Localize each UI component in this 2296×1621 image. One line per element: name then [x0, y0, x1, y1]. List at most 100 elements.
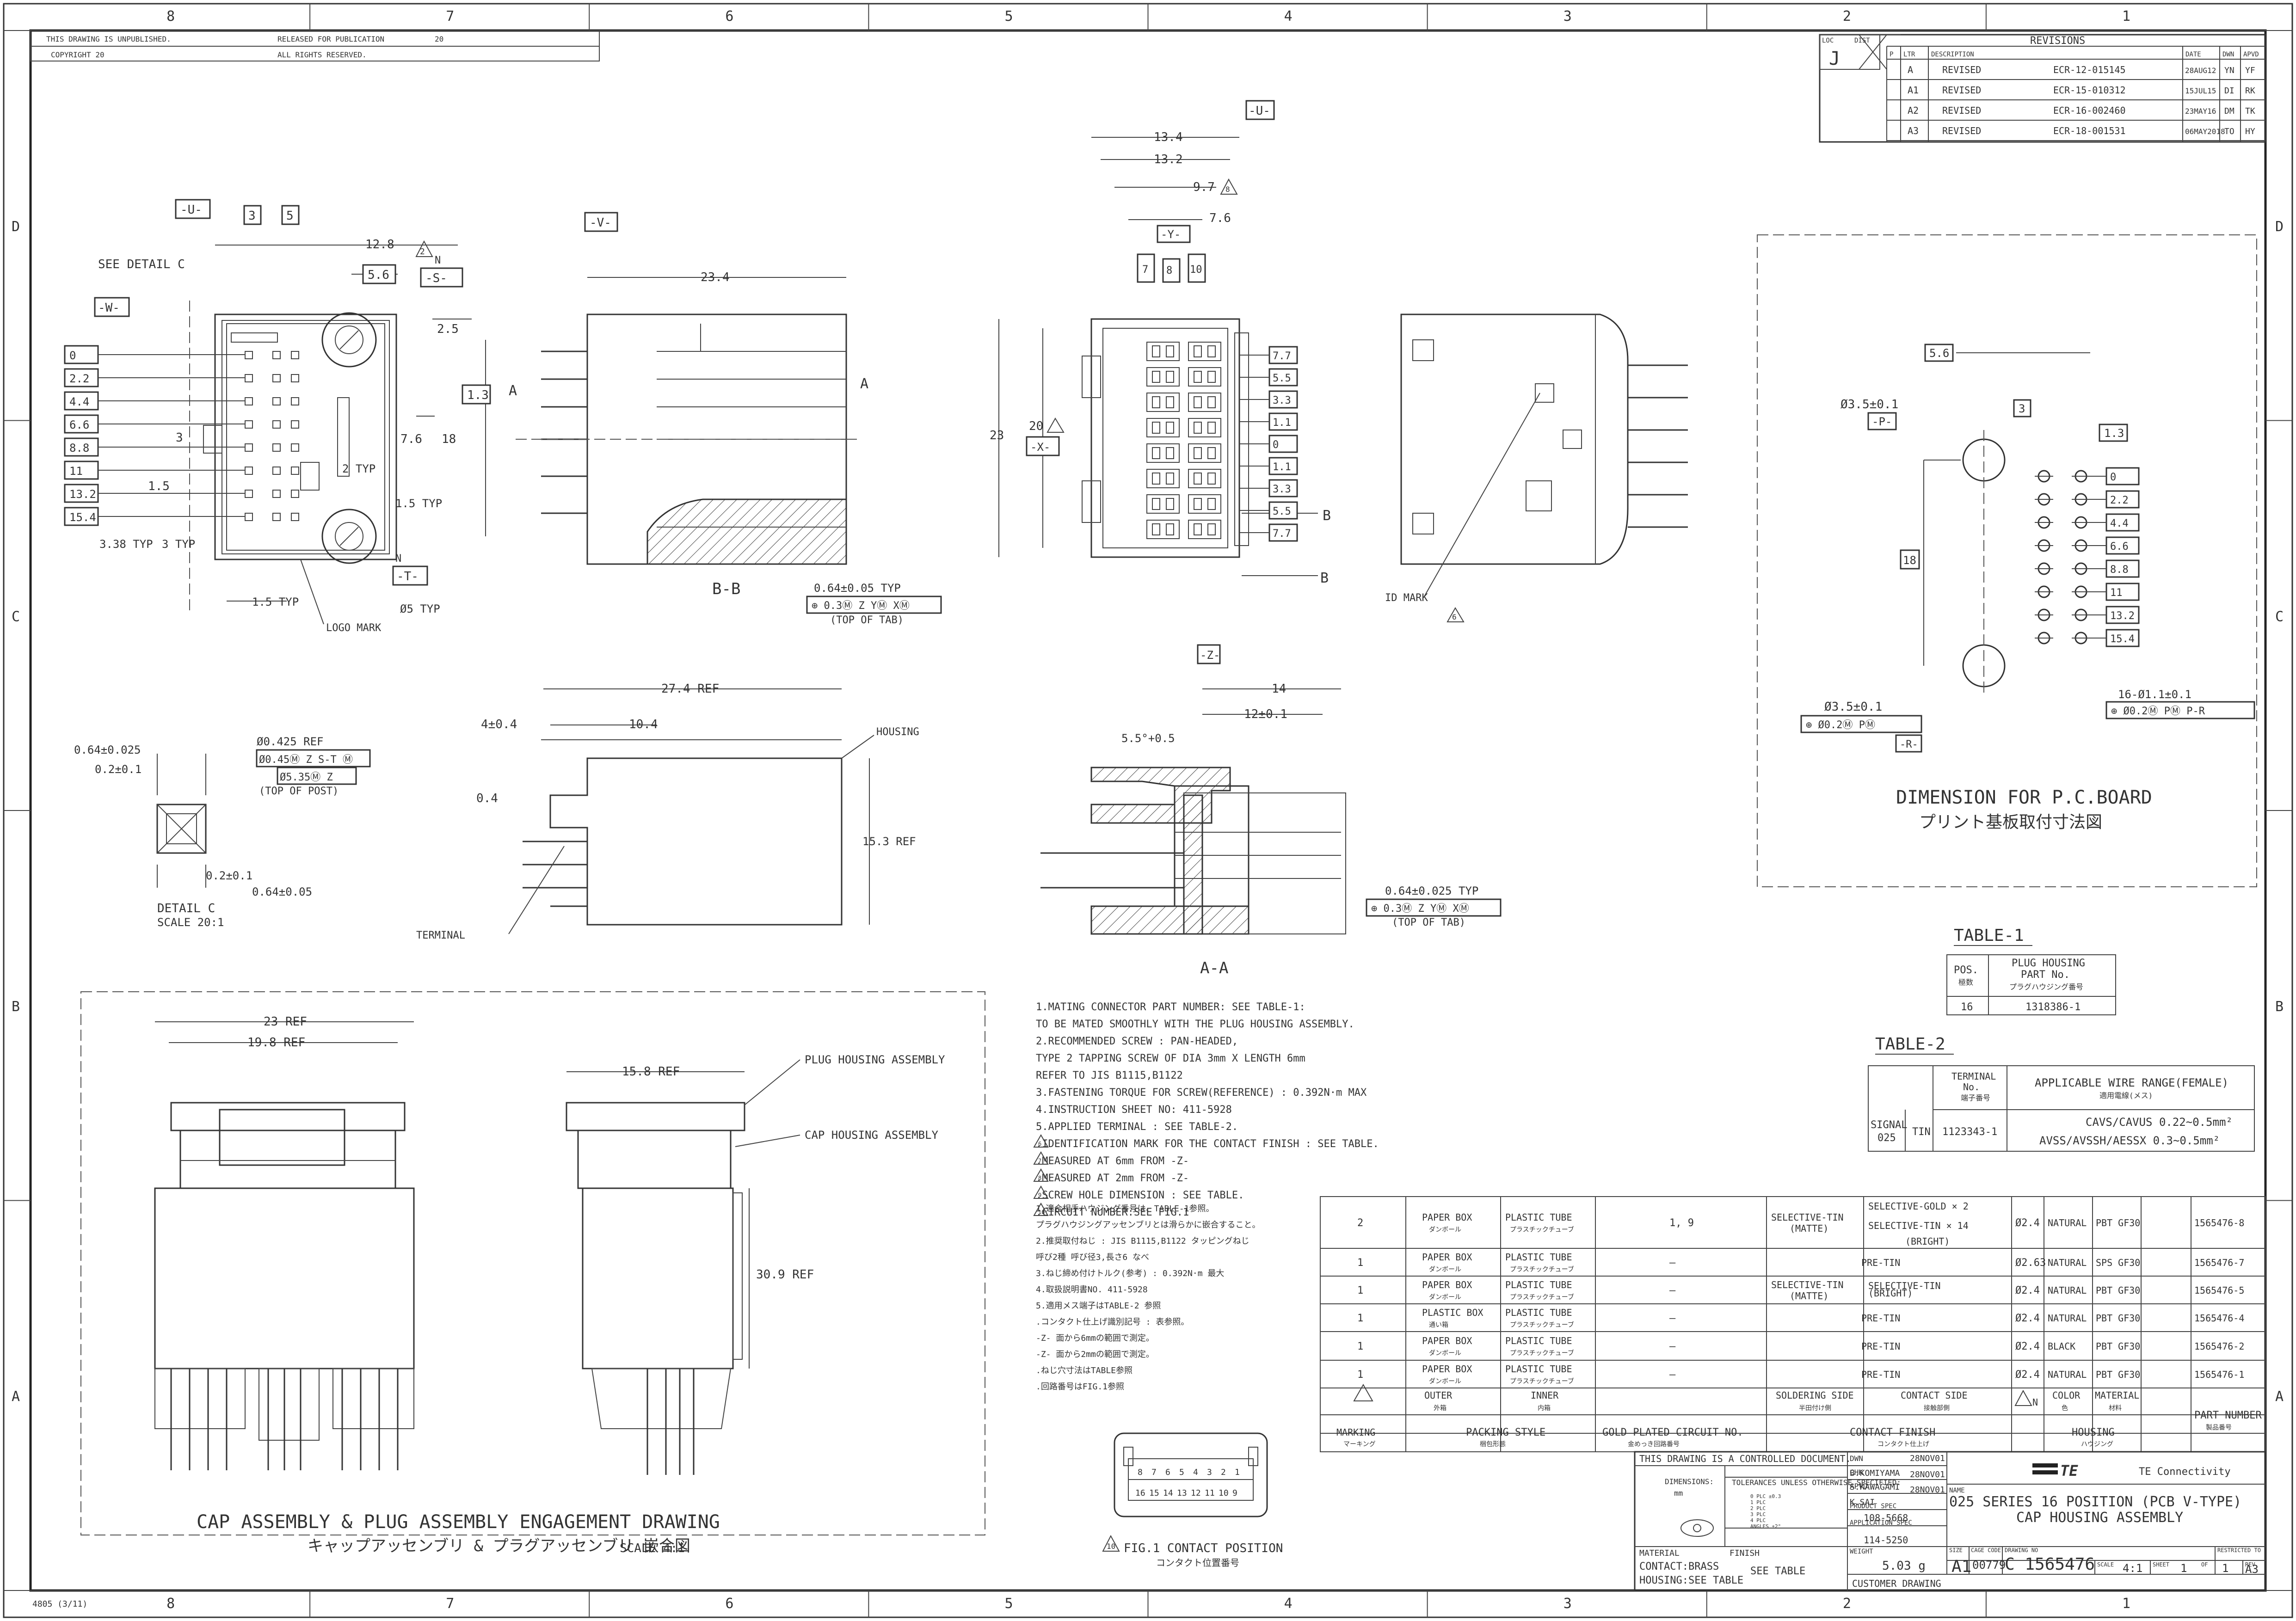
note-en-line: .SCREW HOLE DIMENSION : SEE TABLE. — [1036, 1190, 1244, 1201]
aa-dim-12: 12±0.1 — [1244, 707, 1287, 721]
table2-title: TABLE-2 — [1875, 1035, 1945, 1054]
contact-cell-slot — [1166, 523, 1174, 535]
center-tab-note: (TOP OF TAB) — [830, 614, 904, 626]
front-pin — [245, 467, 253, 475]
detail-fcf1: Ø0.45Ⓜ Z S-T Ⓜ — [259, 754, 353, 766]
vt-pn: 1565476-2 — [2194, 1341, 2244, 1352]
fig1-flag: 10 — [1107, 1542, 1115, 1551]
rev-dist-label: DIST — [1854, 37, 1870, 44]
front-pin — [291, 351, 299, 359]
tb-spec1: 108-5668 — [1864, 1512, 1908, 1523]
tb-units: mm — [1674, 1489, 1683, 1498]
vt-pn: 1565476-5 — [2194, 1285, 2244, 1296]
fig1-top-num: 7 — [1151, 1467, 1157, 1477]
pcb-stack-val: 11 — [2110, 587, 2123, 599]
rev-header: DWN — [2222, 51, 2234, 58]
assy-caption: CAP ASSEMBLY & PLUG ASSEMBLY ENGAGEMENT … — [197, 1511, 720, 1533]
contact-cell-slot — [1152, 498, 1160, 510]
contact-cell-slot — [1166, 371, 1174, 383]
pcb-holes16: 16-Ø1.1±0.1 — [2118, 688, 2191, 701]
pcb-stack-box — [2105, 583, 2140, 601]
front-pin — [291, 443, 299, 452]
vt-hole: Ø2.4 — [2015, 1313, 2040, 1324]
contact-cell-slot — [1207, 498, 1216, 510]
rev-header: DESCRIPTION — [1931, 51, 1974, 58]
zone-top-6: 6 — [725, 8, 733, 25]
tb-scale: 4:1 — [2123, 1562, 2142, 1575]
center-stack-val: 3.3 — [1273, 395, 1291, 406]
zone-top-7: 7 — [446, 8, 454, 25]
fig1-bot-num: 10 — [1219, 1488, 1229, 1498]
zone-bot-4: 4 — [1284, 1596, 1293, 1612]
tb-cage-lbl: CAGE CODE — [1971, 1547, 2001, 1553]
assy-dim-15-8: 15.8 REF — [622, 1065, 680, 1079]
tb-mat2: HOUSING:SEE TABLE — [1639, 1575, 1743, 1586]
pcb-hole-top: Ø3.5±0.1 — [1840, 398, 1898, 411]
center-stack-val: 5.5 — [1273, 506, 1291, 517]
detail-dim1: 0.64±0.025 — [74, 743, 141, 756]
cap-housing-label: CAP HOUSING ASSEMBLY — [805, 1129, 939, 1142]
pcb-fcf-holes: ⊕ Ø0.2Ⓜ PⓂ P-R — [2111, 706, 2205, 717]
table2-signal: SIGNAL — [1871, 1119, 1907, 1131]
datum-u: -U- — [180, 203, 202, 217]
vt-h-inner: INNER — [1531, 1390, 1559, 1401]
table-2: TABLE-2 TERMINAL No. 端子番号 APPLICABLE WIR… — [1868, 1035, 2255, 1152]
note-flag-num: 6 — [1038, 1141, 1041, 1147]
fig1-top-num: 2 — [1221, 1467, 1226, 1477]
contact-cell — [1146, 520, 1180, 539]
aa-tab-note: (TOP OF TAB) — [1392, 917, 1465, 928]
tb-dimensions: DIMENSIONS: — [1665, 1477, 1714, 1486]
tb-mat1: CONTACT:BRASS — [1639, 1561, 1719, 1572]
contact-cell-slot — [1152, 345, 1160, 357]
logo-mark-label: LOGO MARK — [326, 622, 382, 634]
front-stack-box — [64, 507, 99, 526]
dim-1-5: 1.5 — [148, 479, 170, 493]
contact-cell-slot — [1152, 473, 1160, 485]
contact-cell-slot — [1207, 345, 1216, 357]
center-stack-val: 0 — [1273, 439, 1279, 451]
table2-h-wire-jp: 適用電線(メス) — [2099, 1091, 2153, 1100]
note-en-line: 1.MATING CONNECTOR PART NUMBER: SEE TABL… — [1036, 1001, 1305, 1013]
rev-desc: REVISED — [1942, 105, 1981, 116]
vt-contact: SELECTIVE-TIN — [1868, 1280, 1941, 1291]
front-pin — [245, 513, 253, 521]
center-stack-val: 3.3 — [1273, 484, 1291, 495]
section-aa-view: -Z- 14 12±0.1 5.5°+0.5 0.64±0.025 TYP ⊕ … — [1040, 644, 1502, 977]
table1-h-pos-jp: 極数 — [1958, 978, 1973, 987]
vt-h-pn: PART NUMBER — [2194, 1410, 2262, 1421]
tb-title1: 025 SERIES 16 POSITION (PCB V-TYPE) — [1949, 1494, 2241, 1510]
vt-n: 1 — [1357, 1257, 1363, 1269]
vt-pkg-inner: PLASTIC TUBE — [1505, 1307, 1572, 1318]
note-flag — [1033, 1168, 1049, 1182]
dim-4: 4±0.4 — [481, 718, 517, 731]
pcb-stack-val: 8.8 — [2110, 564, 2129, 576]
note-flag — [1033, 1151, 1049, 1165]
tb-apvd-date: 28NOV01 — [1910, 1485, 1945, 1495]
contact-cell-slot — [1166, 447, 1174, 459]
tb-finish: FINISH — [1730, 1548, 1760, 1558]
flag-n-bot: N — [395, 553, 401, 565]
dim-2typ: 2 TYP — [342, 462, 375, 475]
assy-scale: SCALE 4:1 — [620, 1541, 685, 1555]
zone-top-3: 3 — [1563, 8, 1572, 25]
dim-5-6: 5.6 — [368, 268, 389, 282]
section-label-b-top: B — [1323, 508, 1331, 524]
vt-pkg-outer-jp: 通い箱 — [1429, 1321, 1448, 1329]
section-bb-view: 23.4 -V- A A B-B — [509, 212, 868, 598]
contact-cell-slot — [1207, 473, 1216, 485]
table1-title: TABLE-1 — [1954, 926, 2024, 945]
contact-cell — [1188, 367, 1221, 387]
box-7: 7 — [1142, 264, 1148, 276]
detail-dim2: 0.2±0.1 — [95, 763, 142, 776]
zone-right-B: B — [2275, 999, 2284, 1015]
fig1-top-num: 8 — [1138, 1467, 1143, 1477]
zone-top-4: 4 — [1284, 8, 1293, 25]
note-jp-line: 4.取扱説明書NO. 411-5928 — [1036, 1285, 1148, 1295]
fig1-top-num: 4 — [1193, 1467, 1198, 1477]
tb-dwn: DWN — [1850, 1454, 1863, 1463]
table1-pos: 16 — [1961, 1001, 1973, 1013]
contact-cell-slot — [1152, 371, 1160, 383]
vt-pkg-outer-jp: ダンボール — [1429, 1266, 1461, 1273]
zone-bot-7: 7 — [446, 1596, 454, 1612]
